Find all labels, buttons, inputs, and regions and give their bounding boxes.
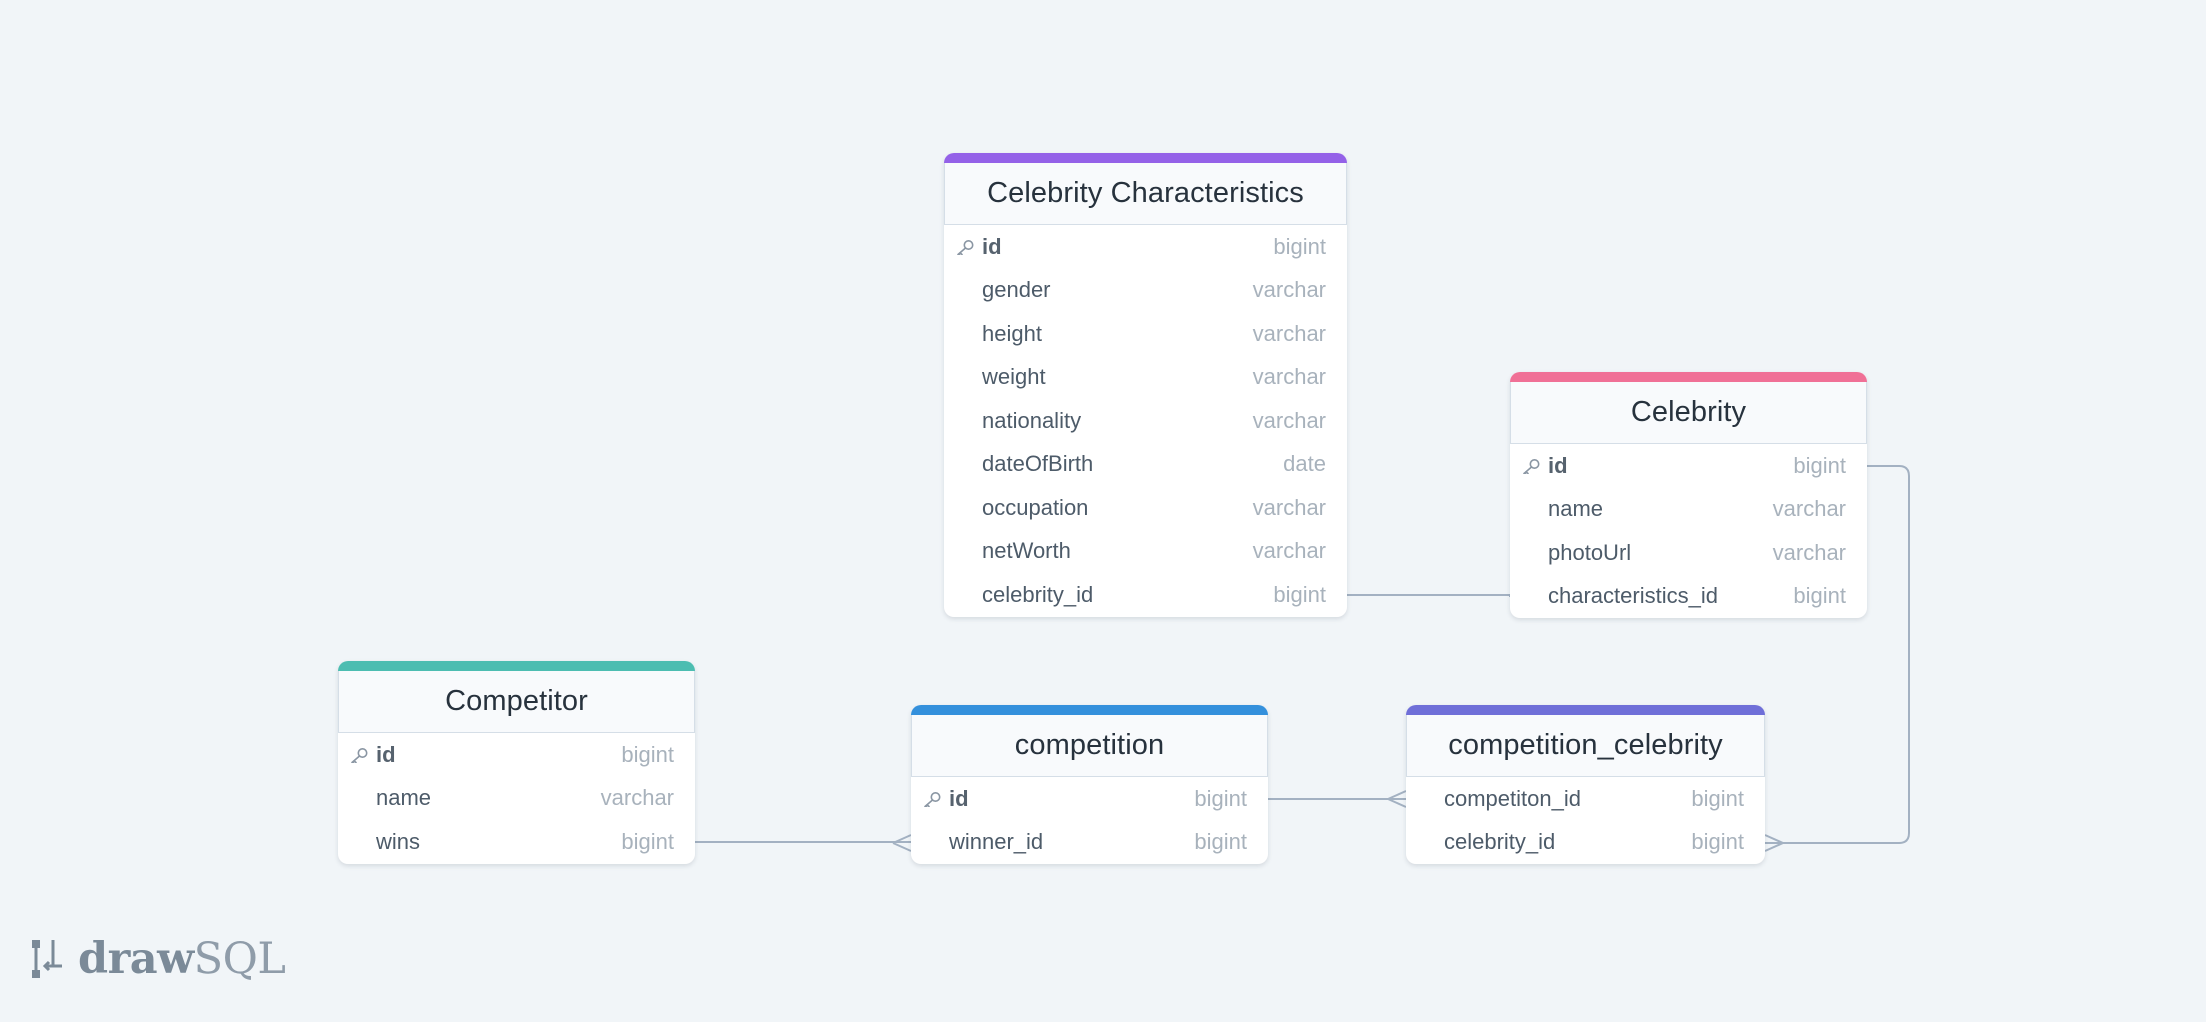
table-header[interactable]: Celebrity (1510, 382, 1867, 444)
column-type: varchar (1252, 407, 1326, 433)
table-accent-bar (1406, 705, 1765, 715)
table-title: competition (1014, 729, 1165, 761)
column-type: bigint (621, 741, 674, 767)
table-row[interactable]: competiton_id bigint (1406, 777, 1765, 821)
column-name: id (376, 741, 396, 767)
key-icon (955, 239, 975, 256)
table-header[interactable]: competition (911, 715, 1268, 777)
table-accent-bar (1510, 372, 1867, 382)
column-name: winner_id (949, 829, 1044, 855)
table-row[interactable]: gender varchar (944, 269, 1347, 313)
table-celebrity-characteristics[interactable]: Celebrity Characteristics id bigint gender… (944, 153, 1347, 617)
column-name: celebrity_id (1444, 829, 1556, 855)
column-type: varchar (1772, 539, 1846, 565)
column-name: weight (982, 364, 1046, 390)
table-row[interactable]: name varchar (1510, 488, 1867, 532)
relation-crowfoot (1764, 834, 1784, 852)
column-type: varchar (1252, 538, 1326, 564)
column-type: varchar (1772, 496, 1846, 522)
logo-text-draw: draw (78, 934, 194, 984)
key-icon (922, 791, 942, 808)
column-name: competiton_id (1444, 785, 1581, 811)
table-row[interactable]: celebrity_id bigint (1406, 821, 1765, 865)
table-row[interactable]: height varchar (944, 312, 1347, 356)
table-row[interactable]: dateOfBirth date (944, 443, 1347, 487)
column-type: bigint (1273, 581, 1326, 607)
table-accent-bar (944, 153, 1347, 163)
column-list: id bigint winner_id bigint (911, 777, 1268, 864)
key-icon (1521, 458, 1541, 475)
column-name: characteristics_id (1548, 583, 1718, 609)
table-title: Celebrity (1630, 396, 1747, 428)
table-header[interactable]: Celebrity Characteristics (944, 163, 1347, 225)
column-name: name (1548, 496, 1604, 522)
column-name: height (982, 320, 1042, 346)
column-name: id (1548, 452, 1568, 478)
column-list: id bigint name varchar photoUrl varchar charac… (1510, 444, 1867, 618)
drawsql-logo[interactable]: draw SQL (30, 934, 286, 984)
relation-crowfoot (892, 834, 912, 852)
column-name: name (376, 785, 432, 811)
table-header[interactable]: competition_celebrity (1406, 715, 1765, 777)
column-type: bigint (1194, 785, 1247, 811)
column-type: date (1283, 451, 1326, 477)
column-type: bigint (1691, 785, 1744, 811)
table-row[interactable]: weight varchar (944, 356, 1347, 400)
column-type: varchar (1252, 364, 1326, 390)
table-celebrity[interactable]: Celebrity id bigint name varchar photoUrl var… (1510, 372, 1867, 618)
table-accent-bar (338, 661, 695, 671)
column-name: nationality (982, 407, 1082, 433)
column-name: dateOfBirth (982, 451, 1094, 477)
table-row[interactable]: occupation varchar (944, 486, 1347, 530)
column-type: bigint (1793, 452, 1846, 478)
table-title: Celebrity Characteristics (987, 177, 1304, 209)
column-name: celebrity_id (982, 581, 1094, 607)
column-name: id (949, 785, 969, 811)
table-row[interactable]: celebrity_id bigint (944, 573, 1347, 617)
column-type: varchar (1252, 277, 1326, 303)
column-name: occupation (982, 494, 1089, 520)
table-row[interactable]: winner_id bigint (911, 821, 1268, 865)
column-type: varchar (1252, 320, 1326, 346)
logo-text-sql: SQL (193, 934, 286, 984)
column-type: bigint (1194, 829, 1247, 855)
table-row[interactable]: netWorth varchar (944, 530, 1347, 574)
column-name: wins (376, 828, 421, 854)
table-row[interactable]: photoUrl varchar (1510, 531, 1867, 575)
table-row[interactable]: id bigint (911, 777, 1268, 821)
table-title: Competitor (445, 685, 588, 717)
table-accent-bar (911, 705, 1268, 715)
table-title: competition_celebrity (1448, 729, 1723, 761)
relation-crowfoot (1387, 790, 1407, 808)
table-row[interactable]: characteristics_id bigint (1510, 575, 1867, 619)
column-type: varchar (1252, 494, 1326, 520)
table-row[interactable]: name varchar (338, 777, 695, 821)
table-row[interactable]: id bigint (1510, 444, 1867, 488)
table-competitor[interactable]: Competitor id bigint name varchar wins bigint (338, 661, 695, 864)
table-row[interactable]: id bigint (338, 733, 695, 777)
column-type: bigint (1793, 583, 1846, 609)
column-name: id (982, 233, 1002, 259)
column-type: bigint (1691, 829, 1744, 855)
column-list: id bigint name varchar wins bigint (338, 733, 695, 864)
drawsql-logo-mark-icon (32, 940, 62, 978)
table-row[interactable]: wins bigint (338, 820, 695, 864)
column-type: bigint (621, 828, 674, 854)
relation-characteristics-celebrity (1347, 594, 1511, 597)
column-type: bigint (1273, 233, 1326, 259)
column-name: photoUrl (1548, 539, 1632, 565)
table-row[interactable]: nationality varchar (944, 399, 1347, 443)
table-row[interactable]: id bigint (944, 225, 1347, 269)
column-name: netWorth (982, 538, 1071, 564)
column-type: varchar (600, 785, 674, 811)
key-icon (349, 747, 369, 764)
table-header[interactable]: Competitor (338, 671, 695, 733)
column-name: gender (982, 277, 1051, 303)
table-competition[interactable]: competition id bigint winner_id bigint (911, 705, 1268, 864)
